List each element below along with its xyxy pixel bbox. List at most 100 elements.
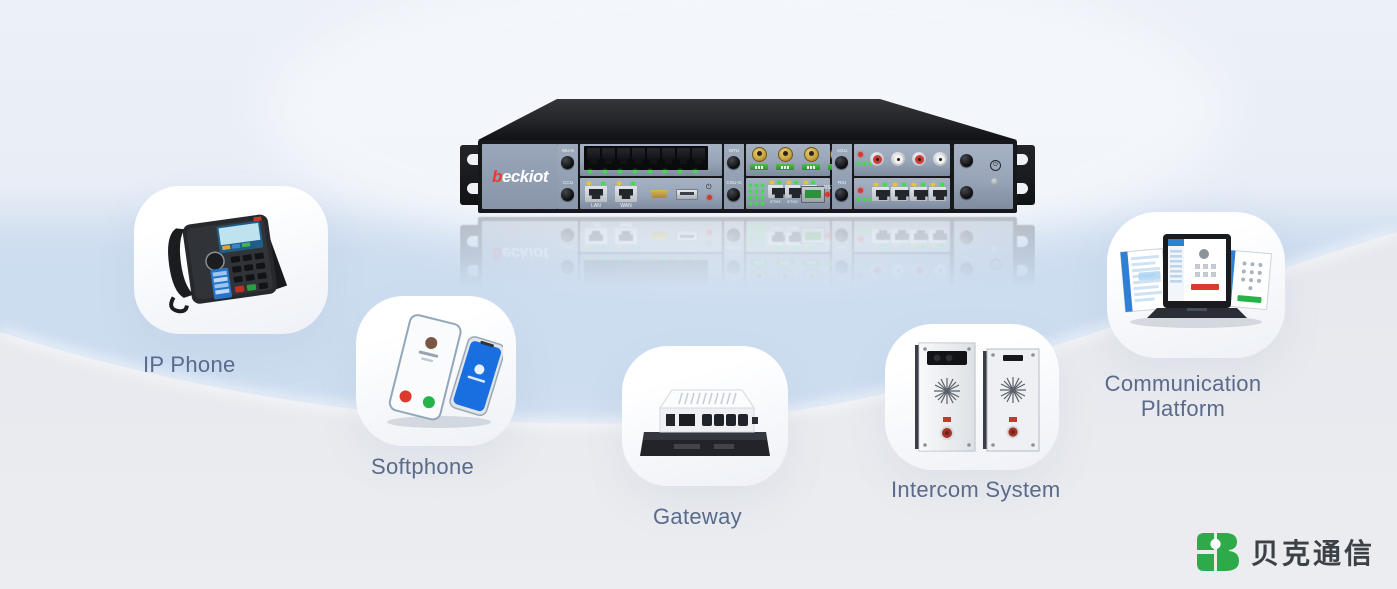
fxs-port [602, 148, 615, 164]
thumbscrew-knob [960, 186, 973, 199]
intercom-image [915, 342, 1040, 452]
csu-eth-module: ETH1 ETH2 ETH3 [746, 178, 834, 209]
fxs-port-row [584, 146, 708, 170]
card-ip-phone [134, 186, 328, 334]
fxs-port [632, 148, 645, 164]
rj45-port-unit: ETH2 [785, 181, 800, 204]
device-brand-logo: beckiot [482, 144, 558, 209]
agu-audio-module [854, 144, 950, 176]
fxs-port [662, 148, 675, 164]
riu-port-module [854, 178, 950, 209]
port-label: WAN [620, 203, 632, 209]
port-label: ETH2 [787, 199, 798, 204]
reset-led [825, 192, 830, 197]
thumbscrew-column-2: WTU CSU-G [724, 144, 744, 209]
fxs-port [677, 148, 690, 164]
fxs-led-row [588, 170, 697, 173]
slot-label-agu: AGU [836, 148, 848, 154]
fxs-port [692, 148, 705, 164]
rca-row [870, 152, 947, 166]
hdmi-port [650, 190, 668, 198]
keylock [991, 178, 998, 185]
sfp-port [801, 186, 825, 203]
green-led [869, 162, 872, 165]
fxs-module [580, 144, 722, 176]
green-led [588, 170, 592, 173]
sma-antenna-connector [777, 147, 793, 162]
riu-rj45-ports [872, 183, 946, 201]
sma-antenna-connector [803, 147, 819, 162]
green-led [863, 162, 866, 165]
rj45-port [929, 187, 946, 201]
brand-logo-text: 贝克通信 [1250, 538, 1375, 569]
slot-label-riu: RIU [837, 180, 847, 186]
terminal-block [776, 164, 794, 170]
softphone-image [387, 314, 503, 428]
green-led [761, 190, 764, 193]
platform-image [1119, 234, 1272, 328]
slot-label-mu8: MU-8 [562, 148, 574, 154]
green-led [857, 198, 860, 201]
ccu-module: LAN WAN ⏻ [580, 178, 722, 209]
green-led [633, 170, 637, 173]
fxs-port [587, 148, 600, 164]
green-led [678, 170, 682, 173]
ip-phone-image [168, 214, 288, 314]
platform-label: Communication Platform [1083, 371, 1283, 421]
sma-antenna-connector [751, 147, 767, 162]
lan-wan-ports: LAN WAN [585, 182, 637, 209]
brand-logo: 贝克通信 [1195, 531, 1375, 573]
device-top-face [478, 99, 1017, 140]
device-brand-rest: eckiot [501, 166, 549, 186]
card-platform [1107, 212, 1285, 358]
platform-label-line2: Platform [1140, 396, 1226, 421]
green-led [603, 170, 607, 173]
rj45-port-unit: LAN [585, 182, 607, 209]
rj45-port [585, 186, 607, 202]
green-led [869, 198, 872, 201]
rca-connector [912, 152, 926, 166]
slot-label-ccu: CCU [562, 180, 574, 186]
intercom-label: Intercom System [891, 477, 1061, 502]
sma-unit [750, 147, 768, 170]
green-led [755, 202, 758, 205]
power-led [707, 195, 712, 200]
ip-phone-label: IP Phone [143, 352, 236, 377]
fxs-port [617, 148, 630, 164]
agu-led-row [857, 162, 872, 165]
card-gateway [622, 346, 788, 486]
rca-connector [891, 152, 905, 166]
rj45-port-unit: ETH1 [768, 181, 783, 204]
card-softphone [356, 296, 516, 446]
thumbscrew-knob [835, 188, 848, 201]
led-matrix [749, 184, 765, 206]
rj45-port [615, 186, 637, 202]
green-led [857, 162, 860, 165]
green-led [761, 196, 764, 199]
sma-row [750, 147, 846, 170]
rj45-port-unit [891, 183, 908, 201]
rca-connector [870, 152, 884, 166]
terminal-block [750, 164, 768, 170]
gateway-image [640, 389, 770, 456]
green-led [755, 190, 758, 193]
green-led [749, 190, 752, 193]
slot-label-csug: CSU-G [726, 180, 742, 186]
port-label: ETH1 [770, 199, 781, 204]
rj45-port-unit [929, 183, 946, 201]
thumbscrew-knob [835, 156, 848, 169]
green-led [693, 170, 697, 173]
thumbscrew-knob [727, 188, 740, 201]
terminal-block [802, 164, 820, 170]
rj45-port-unit [872, 183, 889, 201]
thumbscrew-column-3: AGU RIU [832, 144, 852, 209]
green-led [648, 170, 652, 173]
brand-logo-icon [1196, 533, 1239, 571]
green-led [618, 170, 622, 173]
thumbscrew-knob [727, 156, 740, 169]
green-led [749, 184, 752, 187]
thumbscrew-knob [561, 188, 574, 201]
card-intercom [885, 324, 1059, 470]
rca-connector [933, 152, 947, 166]
